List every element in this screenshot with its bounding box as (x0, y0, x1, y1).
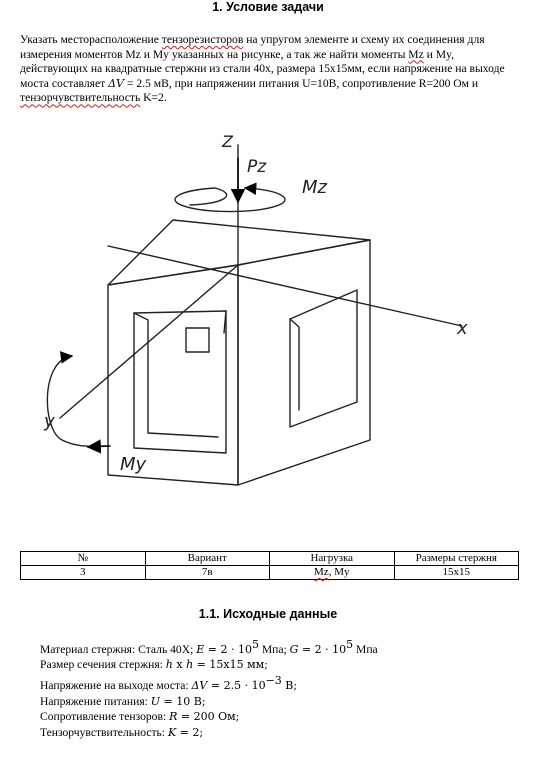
moment-label-mz: Mz (302, 177, 328, 198)
problem-statement: Указать месторасположение тензорезисторо… (20, 33, 520, 106)
math-value: = 200 Ом; (177, 710, 240, 724)
data-label: Сопротивление тензоров: (40, 710, 170, 724)
spellcheck-word: Mz (314, 566, 329, 578)
intro-text: = 2.5 мВ, при напряжении питания U=10В, … (124, 76, 479, 90)
math-symbol: G (289, 642, 299, 656)
load-text: , My (328, 566, 350, 578)
data-label: Напряжение на выходе моста: (40, 678, 192, 692)
cell-load: Mz, My (269, 565, 395, 580)
table-header-row: № Вариант Нагрузка Размеры стержня (20, 551, 519, 566)
cell-size: 15x15 (393, 565, 519, 580)
intro-text: Указать месторасположение (20, 33, 162, 46)
axis-label-x: x (456, 318, 468, 339)
y-axis-line (59, 264, 239, 419)
delta-v-symbol: ΔV (108, 76, 124, 90)
math-value: = 2 · 10 (204, 642, 252, 656)
data-line-material: Материал стержня: Сталь 40Х; E = 2 · 105… (40, 637, 378, 657)
intro-text: K=2. (140, 91, 167, 105)
cell-variant: 7в (144, 565, 270, 580)
math-symbol: E (196, 642, 205, 656)
data-label: Материал стержня: Сталь 40Х; (40, 642, 197, 656)
data-line-resistance: Сопротивление тензоров: R = 200 Ом; (40, 709, 378, 725)
right-window (289, 289, 358, 428)
math-value: = 2.5 · 10 (207, 678, 266, 692)
data-label: Тензорчувствительность: (40, 725, 168, 739)
force-label-pz: Pz (247, 157, 267, 177)
subsection-heading: 1.1. Исходные данные (198, 607, 338, 621)
table-row: 3 7в Mz, My 15x15 (20, 565, 519, 580)
data-unit: Мпа (353, 642, 378, 656)
math-value: x (172, 658, 187, 672)
col-header: № (20, 551, 146, 566)
data-unit: В; (281, 678, 298, 692)
spellcheck-word: Mz (408, 47, 424, 61)
data-line-supply-voltage: Напряжение питания: U = 10 В; (40, 694, 378, 710)
mz-moment-arrow (174, 182, 286, 213)
math-exponent: 5 (251, 638, 259, 651)
moment-label-my: My (120, 454, 147, 475)
intro-text: и My, действующих на квадратные стержни … (20, 47, 505, 90)
math-symbol: h (186, 658, 194, 672)
math-value: = 2; (176, 725, 204, 739)
math-value: = 15x15 мм; (193, 658, 268, 672)
data-line-gauge-factor: Тензорчувствительность: K = 2; (40, 725, 378, 741)
cube-outline (107, 219, 371, 486)
math-symbol: R (169, 710, 178, 724)
axis-label-y: y (43, 411, 55, 432)
my-moment-arrow (46, 351, 107, 447)
initial-data-list: Материал стержня: Сталь 40Х; E = 2 · 105… (40, 637, 378, 740)
math-value: = 10 В; (160, 694, 206, 708)
data-unit: Мпа; (258, 642, 290, 656)
section-heading: 1. Условие задачи (212, 0, 324, 14)
elastic-element-figure: Z Pz Mz x y My (43, 132, 468, 486)
data-line-output-voltage: Напряжение на выходе моста: ΔV = 2.5 · 1… (40, 673, 378, 693)
math-symbol: h (165, 658, 173, 672)
col-header: Нагрузка (269, 551, 395, 566)
math-symbol: U (150, 694, 161, 708)
data-line-section: Размер сечения стержня: h x h = 15x15 мм… (40, 657, 378, 673)
variant-table: № Вариант Нагрузка Размеры стержня 3 7в … (20, 551, 519, 580)
my-arrow-tail (86, 439, 111, 454)
math-symbol: ΔV (191, 678, 208, 692)
front-window (133, 310, 227, 454)
cell-number: 3 (20, 565, 146, 580)
intro-text: на упругом элементе и схему их соединени… (20, 33, 485, 61)
data-label: Размер сечения стержня: (40, 658, 166, 672)
spellcheck-word: тензорезисторов (161, 33, 244, 46)
math-exponent: −3 (265, 674, 282, 688)
col-header: Размеры стержня (393, 551, 519, 566)
math-symbol: K (167, 725, 177, 739)
axis-label-z: Z (221, 132, 234, 151)
col-header: Вариант (144, 551, 270, 566)
math-value: = 2 · 10 (298, 642, 347, 656)
math-exponent: 5 (346, 638, 354, 651)
x-axis-line (107, 245, 463, 327)
data-label: Напряжение питания: (40, 694, 151, 708)
spellcheck-word: тензорчувствительность (20, 91, 141, 105)
